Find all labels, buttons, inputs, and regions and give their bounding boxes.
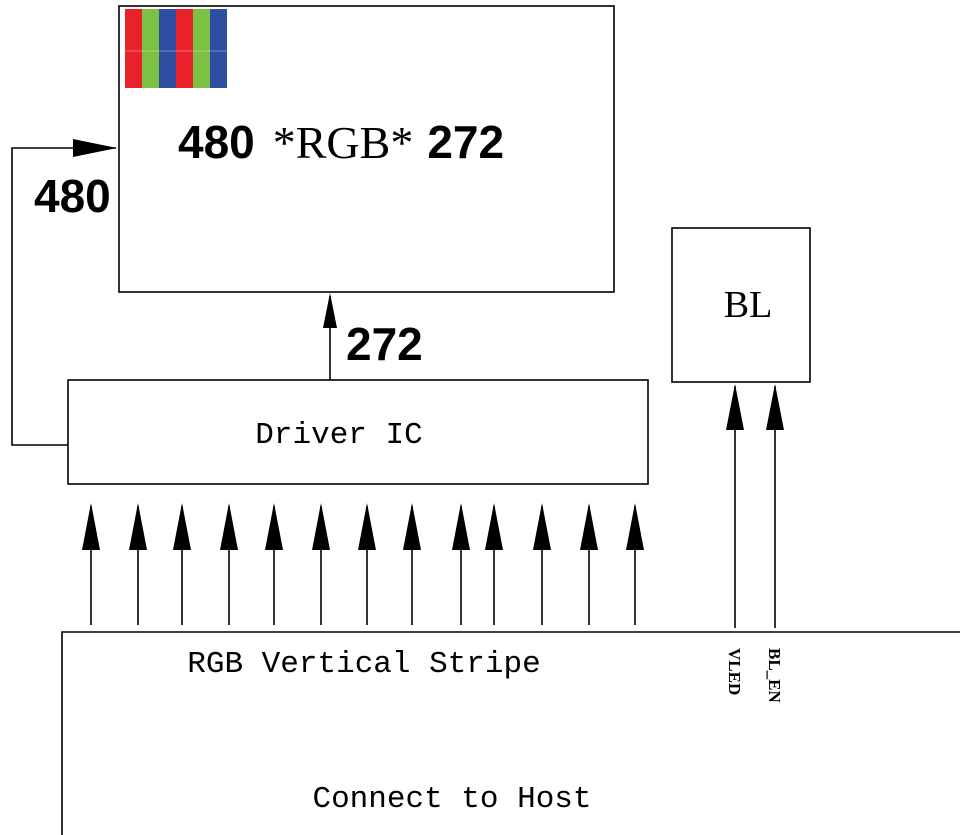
bl-en-line-arrowhead [766, 384, 784, 430]
data-line-arrowhead-5 [265, 503, 283, 550]
data-line-arrowhead-4 [220, 503, 238, 550]
data-line-arrowhead-7 [358, 503, 376, 550]
connect-to-host-label: Connect to Host [312, 782, 591, 817]
data-bus [82, 503, 644, 625]
source-line-arrowhead [73, 139, 117, 157]
backlight-label: BL [724, 284, 773, 326]
host-connector-box [61, 631, 960, 835]
resolution-width: 480 [178, 116, 255, 168]
data-line-arrowhead-8 [403, 503, 421, 550]
rgb-stripe-6 [210, 9, 227, 88]
gate-label: 272 [346, 318, 423, 370]
data-line-arrowhead-11 [533, 503, 551, 550]
data-line-arrowhead-2 [129, 503, 147, 550]
resolution-height: 272 [427, 116, 504, 168]
data-line-arrowhead-1 [82, 503, 100, 550]
vled-label: VLED [725, 648, 744, 695]
rgb-stripe-4 [176, 9, 193, 88]
data-line-arrowhead-10 [485, 503, 503, 550]
data-line-arrowhead-9 [452, 503, 470, 550]
driver-ic-box [67, 379, 649, 485]
rgb-vertical-stripe-label: RGB Vertical Stripe [187, 647, 540, 682]
gate-line-arrowhead [323, 293, 337, 328]
data-line-arrowhead-12 [580, 503, 598, 550]
resolution-rgb: *RGB* [273, 117, 414, 168]
rgb-stripe-2 [142, 9, 159, 88]
data-line-arrowhead-3 [173, 503, 191, 550]
source-label: 480 [34, 170, 111, 222]
backlight-box [671, 227, 811, 383]
rgb-stripe-swatch [125, 9, 227, 88]
rgb-stripe-5 [193, 9, 210, 88]
rgb-stripe-3 [159, 9, 176, 88]
driver-ic-label: Driver IC [255, 418, 422, 453]
rgb-stripe-1 [125, 9, 142, 88]
display-resolution-label: 480 *RGB* 272 [178, 116, 504, 168]
data-line-arrowhead-6 [312, 503, 330, 550]
vled-line-arrowhead [726, 384, 744, 430]
bl-en-label: BL_EN [765, 648, 784, 704]
data-line-arrowhead-13 [626, 503, 644, 550]
source-line [11, 147, 116, 446]
